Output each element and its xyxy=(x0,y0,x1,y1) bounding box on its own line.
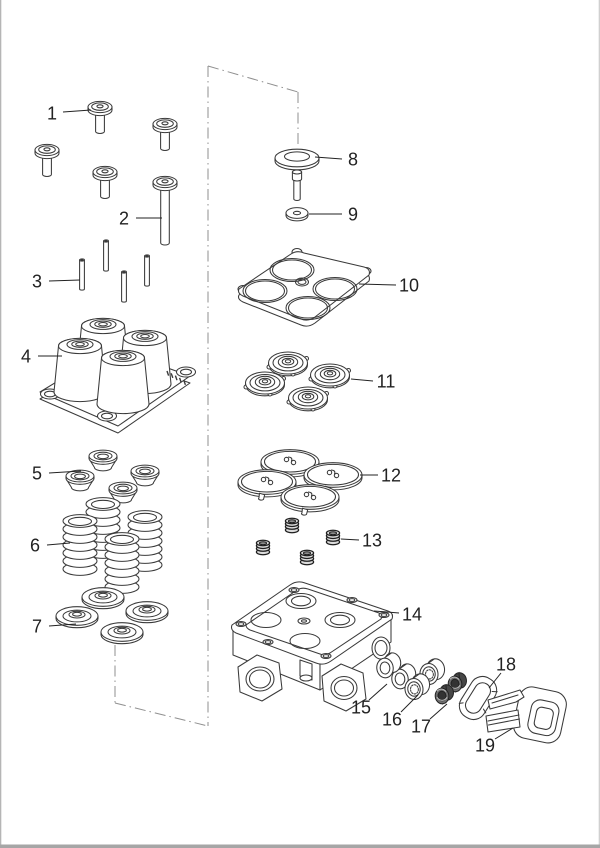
divider-segment xyxy=(207,65,299,93)
dome-cup xyxy=(96,349,150,415)
callout-label-11: 11 xyxy=(377,372,396,392)
callout-label-8: 8 xyxy=(348,150,358,170)
leader-line-17 xyxy=(429,703,448,720)
spring-retainer xyxy=(81,587,125,610)
part-14-valve-body xyxy=(230,581,394,712)
spring-retainer xyxy=(100,622,144,645)
callout-label-9: 9 xyxy=(348,205,358,225)
leader-line-18 xyxy=(488,672,502,689)
border-right xyxy=(598,0,600,848)
coil-spring xyxy=(104,532,140,594)
leader-line-13 xyxy=(340,538,360,541)
diaphragm-cap xyxy=(266,351,310,377)
part-18-seal-ring xyxy=(458,675,498,721)
leader-line-19 xyxy=(494,727,514,740)
divider-segment xyxy=(114,702,209,727)
small-spring xyxy=(299,549,315,566)
callout-label-2: 2 xyxy=(119,209,129,229)
leader-line-1 xyxy=(62,109,92,113)
leader-line-6 xyxy=(46,542,71,546)
callout-label-4: 4 xyxy=(21,347,31,367)
leader-line-5 xyxy=(48,470,82,474)
callout-label-6: 6 xyxy=(30,536,40,556)
small-spring xyxy=(284,517,300,534)
leader-line-7 xyxy=(48,623,77,627)
leader-line-14 xyxy=(373,610,400,614)
border-bottom-band xyxy=(0,844,600,848)
callout-label-12: 12 xyxy=(381,466,401,486)
leader-line-3 xyxy=(48,279,81,282)
pin xyxy=(121,270,127,303)
callout-label-1: 1 xyxy=(47,104,57,124)
cover-bolt-boss xyxy=(39,366,197,422)
spring-retainer xyxy=(125,601,169,624)
leader-line-16 xyxy=(400,694,419,713)
small-spring xyxy=(255,539,271,556)
callout-label-19: 19 xyxy=(475,736,495,756)
small-spring xyxy=(325,529,341,546)
leader-line-10 xyxy=(358,283,397,286)
callout-label-14: 14 xyxy=(402,605,422,625)
diaphragm-cap xyxy=(308,363,352,389)
pin xyxy=(79,258,85,291)
callout-label-15: 15 xyxy=(351,698,371,718)
callout-label-17: 17 xyxy=(411,717,431,737)
body-bolt-holes xyxy=(235,586,390,660)
part-19-connector-housing xyxy=(485,686,567,744)
callout-label-13: 13 xyxy=(362,531,382,551)
divider-plane xyxy=(114,65,299,727)
border-left xyxy=(0,0,2,848)
callout-label-3: 3 xyxy=(32,272,42,292)
part-4-upper-cover xyxy=(39,317,197,434)
leader-line-11 xyxy=(350,378,374,382)
callout-label-7: 7 xyxy=(32,617,42,637)
pin xyxy=(144,254,150,287)
part-8-valve-stem xyxy=(274,148,320,201)
callout-label-16: 16 xyxy=(382,710,402,730)
part-9-washer xyxy=(285,207,309,222)
callout-label-10: 10 xyxy=(399,276,419,296)
callout-label-18: 18 xyxy=(496,655,516,675)
diaphragm-cap xyxy=(243,371,287,397)
pin xyxy=(103,239,109,272)
diaphragm-cap xyxy=(286,386,330,412)
leader-line-15 xyxy=(368,683,388,701)
callout-label-5: 5 xyxy=(32,464,42,484)
cover-marking-ticks xyxy=(166,370,187,386)
leader-line-8 xyxy=(314,156,343,160)
coil-spring xyxy=(62,514,98,576)
part-10-gasket-plate xyxy=(237,247,372,327)
